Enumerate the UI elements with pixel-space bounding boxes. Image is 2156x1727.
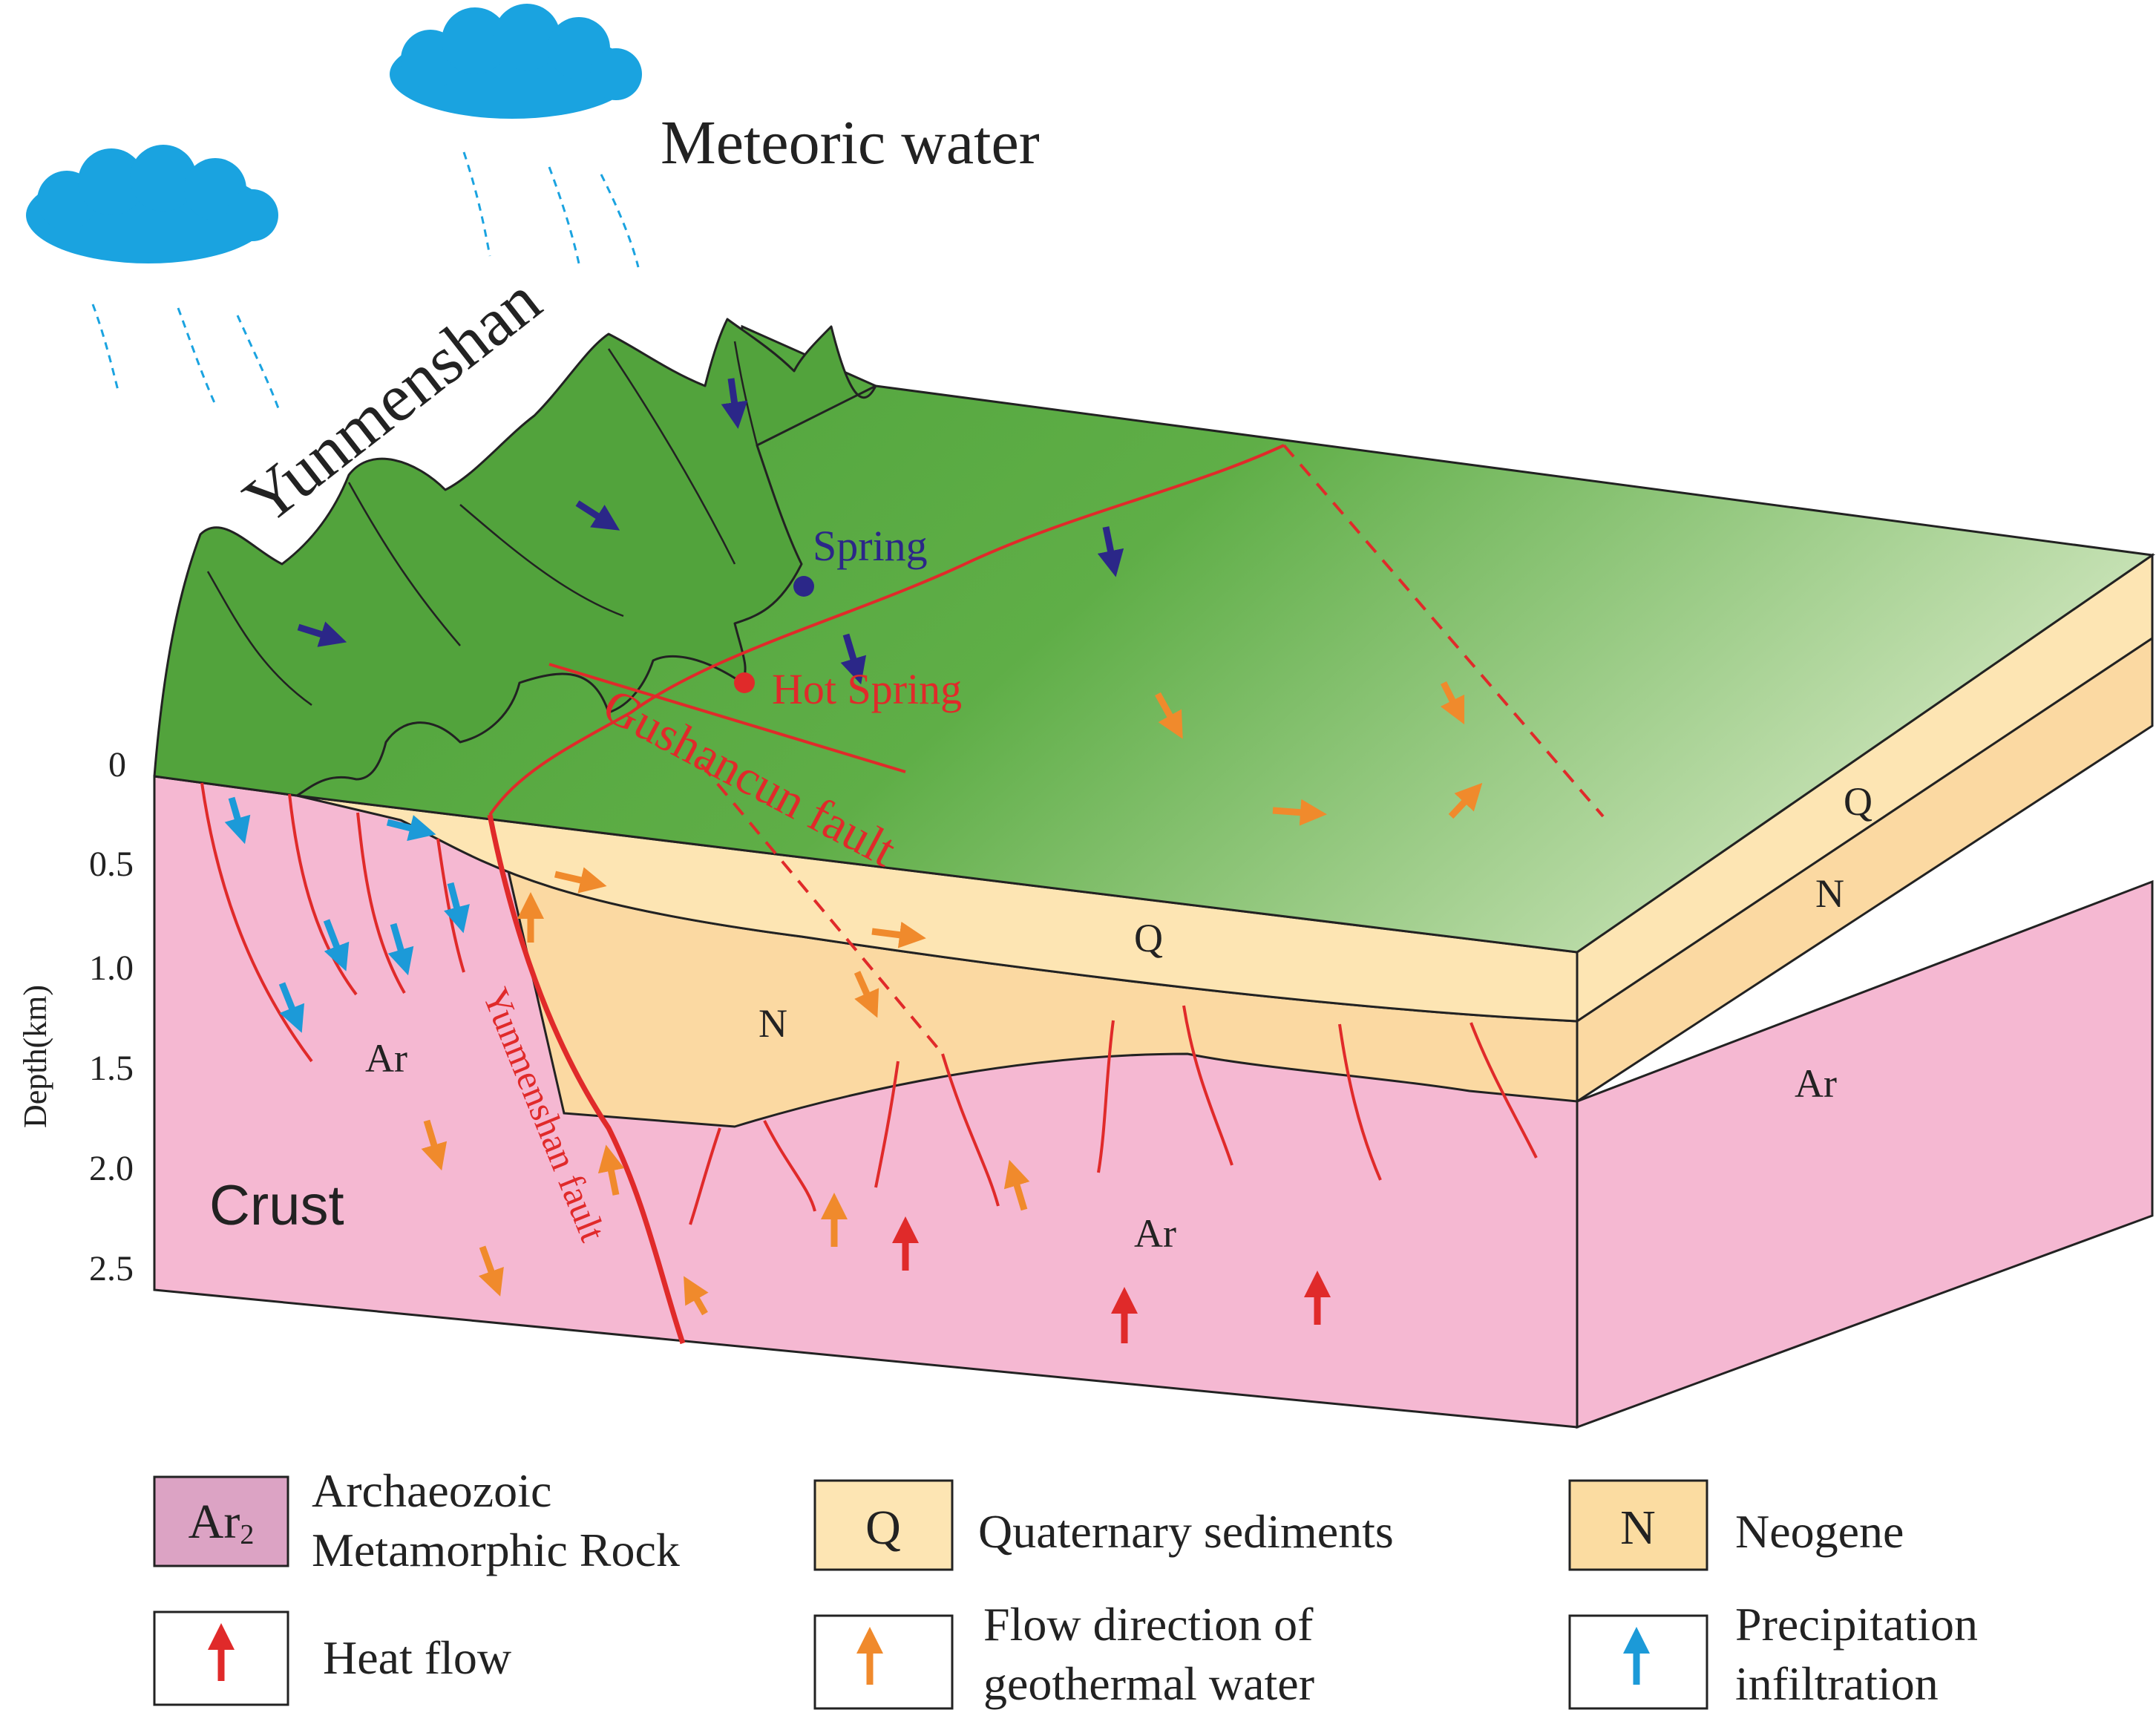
depth-axis: 0 0.5 1.0 1.5 2.0 2.5 bbox=[89, 745, 134, 1288]
legend: Ar2 Archaeozoic Metamorphic Rock Q Quate… bbox=[153, 1464, 1978, 1710]
heat-flow-arrows bbox=[892, 1216, 1331, 1343]
legend-label-precip-2: infiltration bbox=[1735, 1657, 1939, 1710]
legend-label-flow-2: geothermal water bbox=[983, 1657, 1314, 1710]
mountain-ridge-lines bbox=[206, 341, 758, 707]
legend-swatch-n bbox=[1568, 1479, 1708, 1571]
legend-label-n: Neogene bbox=[1735, 1505, 1904, 1558]
spring-marker bbox=[793, 576, 814, 597]
rain-lines bbox=[91, 151, 640, 409]
depth-tick-1-0: 1.0 bbox=[89, 948, 134, 988]
legend-symbol-ar: Ar bbox=[189, 1495, 240, 1549]
legend-label-heat: Heat flow bbox=[323, 1631, 511, 1684]
quaternary-front bbox=[296, 794, 1579, 1023]
legend-swatch-ar bbox=[153, 1475, 289, 1567]
recharge-arrows bbox=[297, 378, 1124, 685]
cloud-left bbox=[26, 145, 278, 263]
legend-swatch-q bbox=[813, 1479, 954, 1571]
legend-label-ar-2: Metamorphic Rock bbox=[312, 1524, 680, 1576]
legend-box-flow bbox=[813, 1614, 954, 1710]
hot-spring-label: Hot Spring bbox=[772, 665, 962, 713]
precipitation-arrows bbox=[224, 796, 470, 1033]
ar-right-label: Ar bbox=[1795, 1061, 1837, 1106]
legend-label-q: Quaternary sediments bbox=[978, 1505, 1394, 1558]
legend-label-precip-1: Precipitation bbox=[1735, 1598, 1978, 1651]
ar-left-label: Ar bbox=[365, 1036, 407, 1081]
meteoric-water-label: Meteoric water bbox=[661, 108, 1040, 177]
legend-symbol-n: N bbox=[1620, 1501, 1656, 1555]
depth-tick-1-5: 1.5 bbox=[89, 1049, 134, 1088]
hot-spring-marker bbox=[734, 672, 755, 693]
ar-center-label: Ar bbox=[1134, 1211, 1176, 1256]
crust-label: Crust bbox=[209, 1174, 344, 1237]
fault-lines bbox=[200, 444, 1605, 1345]
yunmenshan-mountains bbox=[153, 318, 877, 797]
q-front-label: Q bbox=[1134, 916, 1163, 960]
depth-tick-2-5: 2.5 bbox=[89, 1249, 134, 1288]
q-right-label: Q bbox=[1844, 779, 1872, 824]
cloud-right bbox=[390, 4, 642, 119]
svg-text:Ar2: Ar2 bbox=[189, 1495, 255, 1550]
spring-label: Spring bbox=[813, 522, 928, 570]
n-right-label: N bbox=[1815, 871, 1844, 916]
legend-symbol-ar-sub: 2 bbox=[240, 1519, 254, 1550]
n-front-label: N bbox=[758, 1001, 787, 1046]
geothermal-flow-arrows bbox=[421, 681, 1483, 1316]
legend-label-ar-1: Archaeozoic bbox=[312, 1464, 551, 1517]
depth-axis-label: Depth(km) bbox=[17, 985, 53, 1128]
depth-tick-0: 0 bbox=[108, 745, 126, 784]
legend-symbol-q: Q bbox=[865, 1501, 901, 1555]
depth-tick-2-0: 2.0 bbox=[89, 1149, 134, 1188]
depth-tick-0-5: 0.5 bbox=[89, 845, 134, 884]
legend-label-flow-1: Flow direction of bbox=[983, 1598, 1314, 1651]
